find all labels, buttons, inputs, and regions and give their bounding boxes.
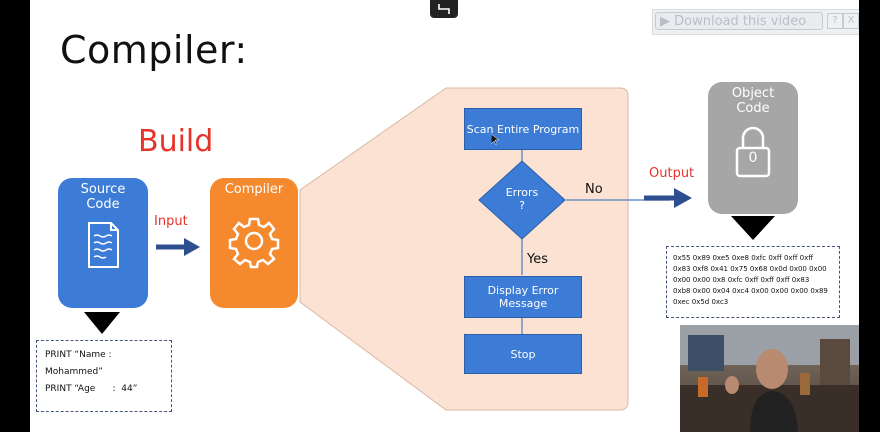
- download-bar: ▶ Download this video ? X: [652, 9, 859, 35]
- output-arrow: [644, 188, 692, 208]
- source-card-title-1: Source: [80, 182, 126, 197]
- mouse-cursor-icon: [491, 134, 499, 146]
- flow-yes-label: Yes: [527, 252, 548, 267]
- compiler-card: Compiler: [210, 178, 298, 308]
- source-pointer: [84, 312, 120, 334]
- flow-display-error-line2: Message: [498, 297, 548, 310]
- source-code-line: PRINT “Age : 44”: [45, 384, 138, 394]
- object-code-line: 0x55 0x89 0xe5 0xe8 0xfc 0xff 0xff 0xff: [673, 254, 814, 262]
- flow-decision-line2: ?: [519, 199, 525, 212]
- object-code-line: 0x00 0x00 0x8 0xfc 0xff 0xff 0xff 0x83: [673, 276, 810, 284]
- object-pointer: [731, 216, 775, 240]
- lock-icon: [735, 126, 771, 178]
- flow-scan-label: Scan Entire Program: [466, 122, 580, 136]
- source-code-card: Source Code: [58, 178, 148, 308]
- close-button[interactable]: X: [843, 13, 859, 29]
- object-code-line: 0x83 0xf8 0x41 0x75 0x68 0x0d 0x00 0x00: [673, 265, 827, 273]
- presenter-video: [680, 325, 859, 432]
- play-icon: ▶: [660, 14, 670, 29]
- source-code-line: PRINT “Name : Mohammed”: [45, 350, 112, 377]
- slide-title: Compiler:: [60, 28, 248, 72]
- document-icon: [88, 222, 119, 268]
- source-code-box: PRINT “Name : Mohammed” PRINT “Age : 44”: [36, 340, 172, 412]
- flow-scan-step: Scan Entire Program: [464, 108, 582, 150]
- flow-stop-label: Stop: [510, 347, 536, 361]
- build-label: Build: [138, 124, 214, 159]
- flow-decision: [478, 160, 566, 240]
- object-code-card: Object Code: [708, 82, 798, 214]
- input-label: Input: [154, 214, 188, 229]
- help-button[interactable]: ?: [827, 13, 843, 29]
- flow-no-label: No: [585, 182, 603, 197]
- download-video-button[interactable]: ▶ Download this video: [655, 12, 823, 30]
- object-code-box: 0x55 0x89 0xe5 0xe8 0xfc 0xff 0xff 0xff …: [666, 246, 840, 318]
- object-card-title-1: Object: [731, 86, 775, 101]
- object-code-line: 0xec 0x5d 0xc3: [673, 298, 729, 306]
- flow-display-error-line1: Display Error: [487, 284, 559, 297]
- source-card-title-2: Code: [86, 197, 120, 212]
- slide: Compiler: Build Source Code PRINT “Name …: [30, 0, 859, 432]
- lock-digit: 0: [748, 150, 758, 166]
- object-code-line: 0xb8 0x00 0x04 0xc4 0x00 0x00 0x00 0x89: [673, 287, 828, 295]
- flow-decision-line1: Errors: [505, 186, 539, 199]
- gear-icon: [228, 217, 280, 269]
- object-card-title-2: Code: [736, 101, 770, 116]
- download-video-label: Download this video: [674, 14, 807, 29]
- exit-fullscreen-icon[interactable]: [430, 0, 458, 18]
- flow-stop-step: Stop: [464, 334, 582, 374]
- output-label: Output: [649, 166, 695, 181]
- input-arrow: [156, 238, 200, 256]
- compiler-card-title: Compiler: [224, 182, 284, 197]
- flow-display-error-step: Display Error Message: [464, 276, 582, 318]
- flow-decision-text: Errors ?: [478, 186, 566, 212]
